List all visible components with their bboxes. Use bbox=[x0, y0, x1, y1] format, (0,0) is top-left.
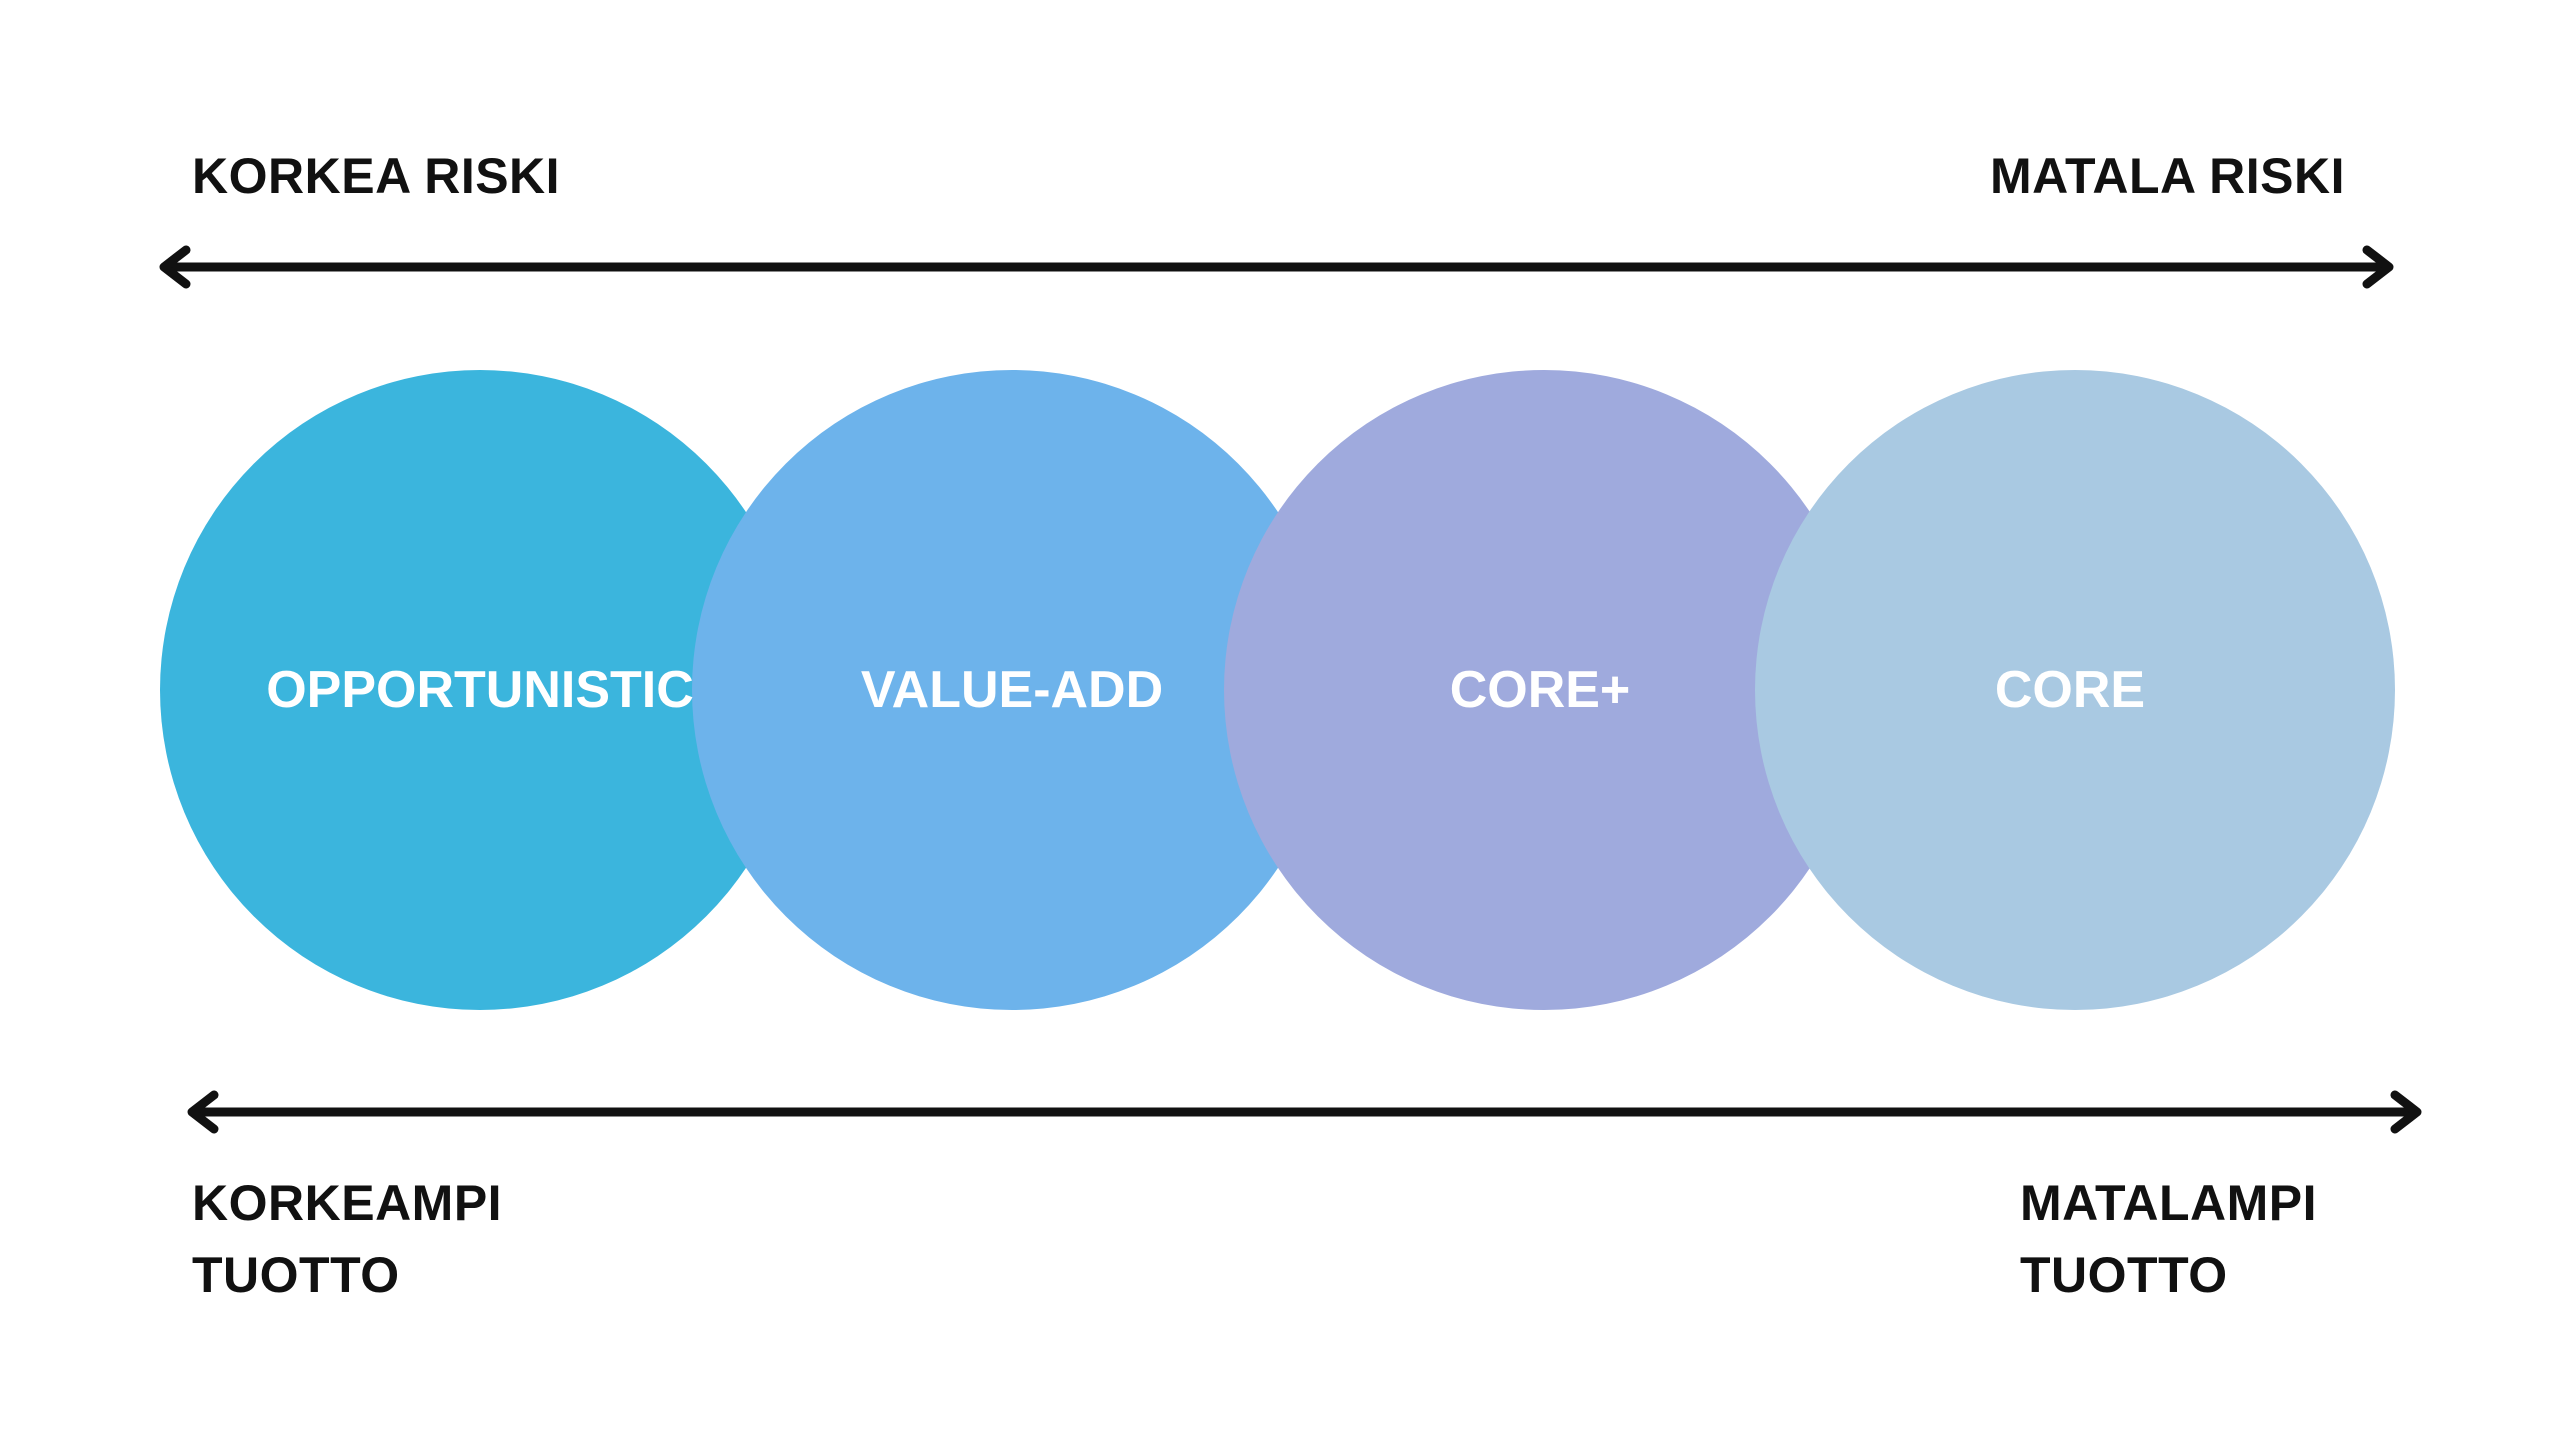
core-label: CORE bbox=[1994, 661, 2146, 719]
value-add-label: VALUE-ADD bbox=[860, 661, 1164, 719]
higher-return-label-line-1: KORKEAMPI bbox=[192, 1175, 503, 1231]
core-plus-label: CORE+ bbox=[1449, 661, 1631, 719]
return-axis-arrow bbox=[187, 1090, 2422, 1134]
lower-return-label-line-2: TUOTTO bbox=[2020, 1247, 2228, 1303]
lower-return-label-line-1: MATALAMPI bbox=[2020, 1175, 2318, 1231]
risk-axis-arrow bbox=[159, 245, 2394, 289]
low-risk-label: MATALA RISKI bbox=[1990, 148, 2346, 204]
high-risk-label: KORKEA RISKI bbox=[192, 148, 561, 204]
opportunistic-label: OPPORTUNISTIC bbox=[266, 661, 694, 719]
higher-return-label: KORKEAMPI TUOTTO bbox=[192, 1167, 502, 1311]
higher-return-label-line-2: TUOTTO bbox=[192, 1247, 400, 1303]
circle-core bbox=[1755, 370, 2395, 1010]
lower-return-label: MATALAMPI TUOTTO bbox=[2020, 1167, 2317, 1311]
